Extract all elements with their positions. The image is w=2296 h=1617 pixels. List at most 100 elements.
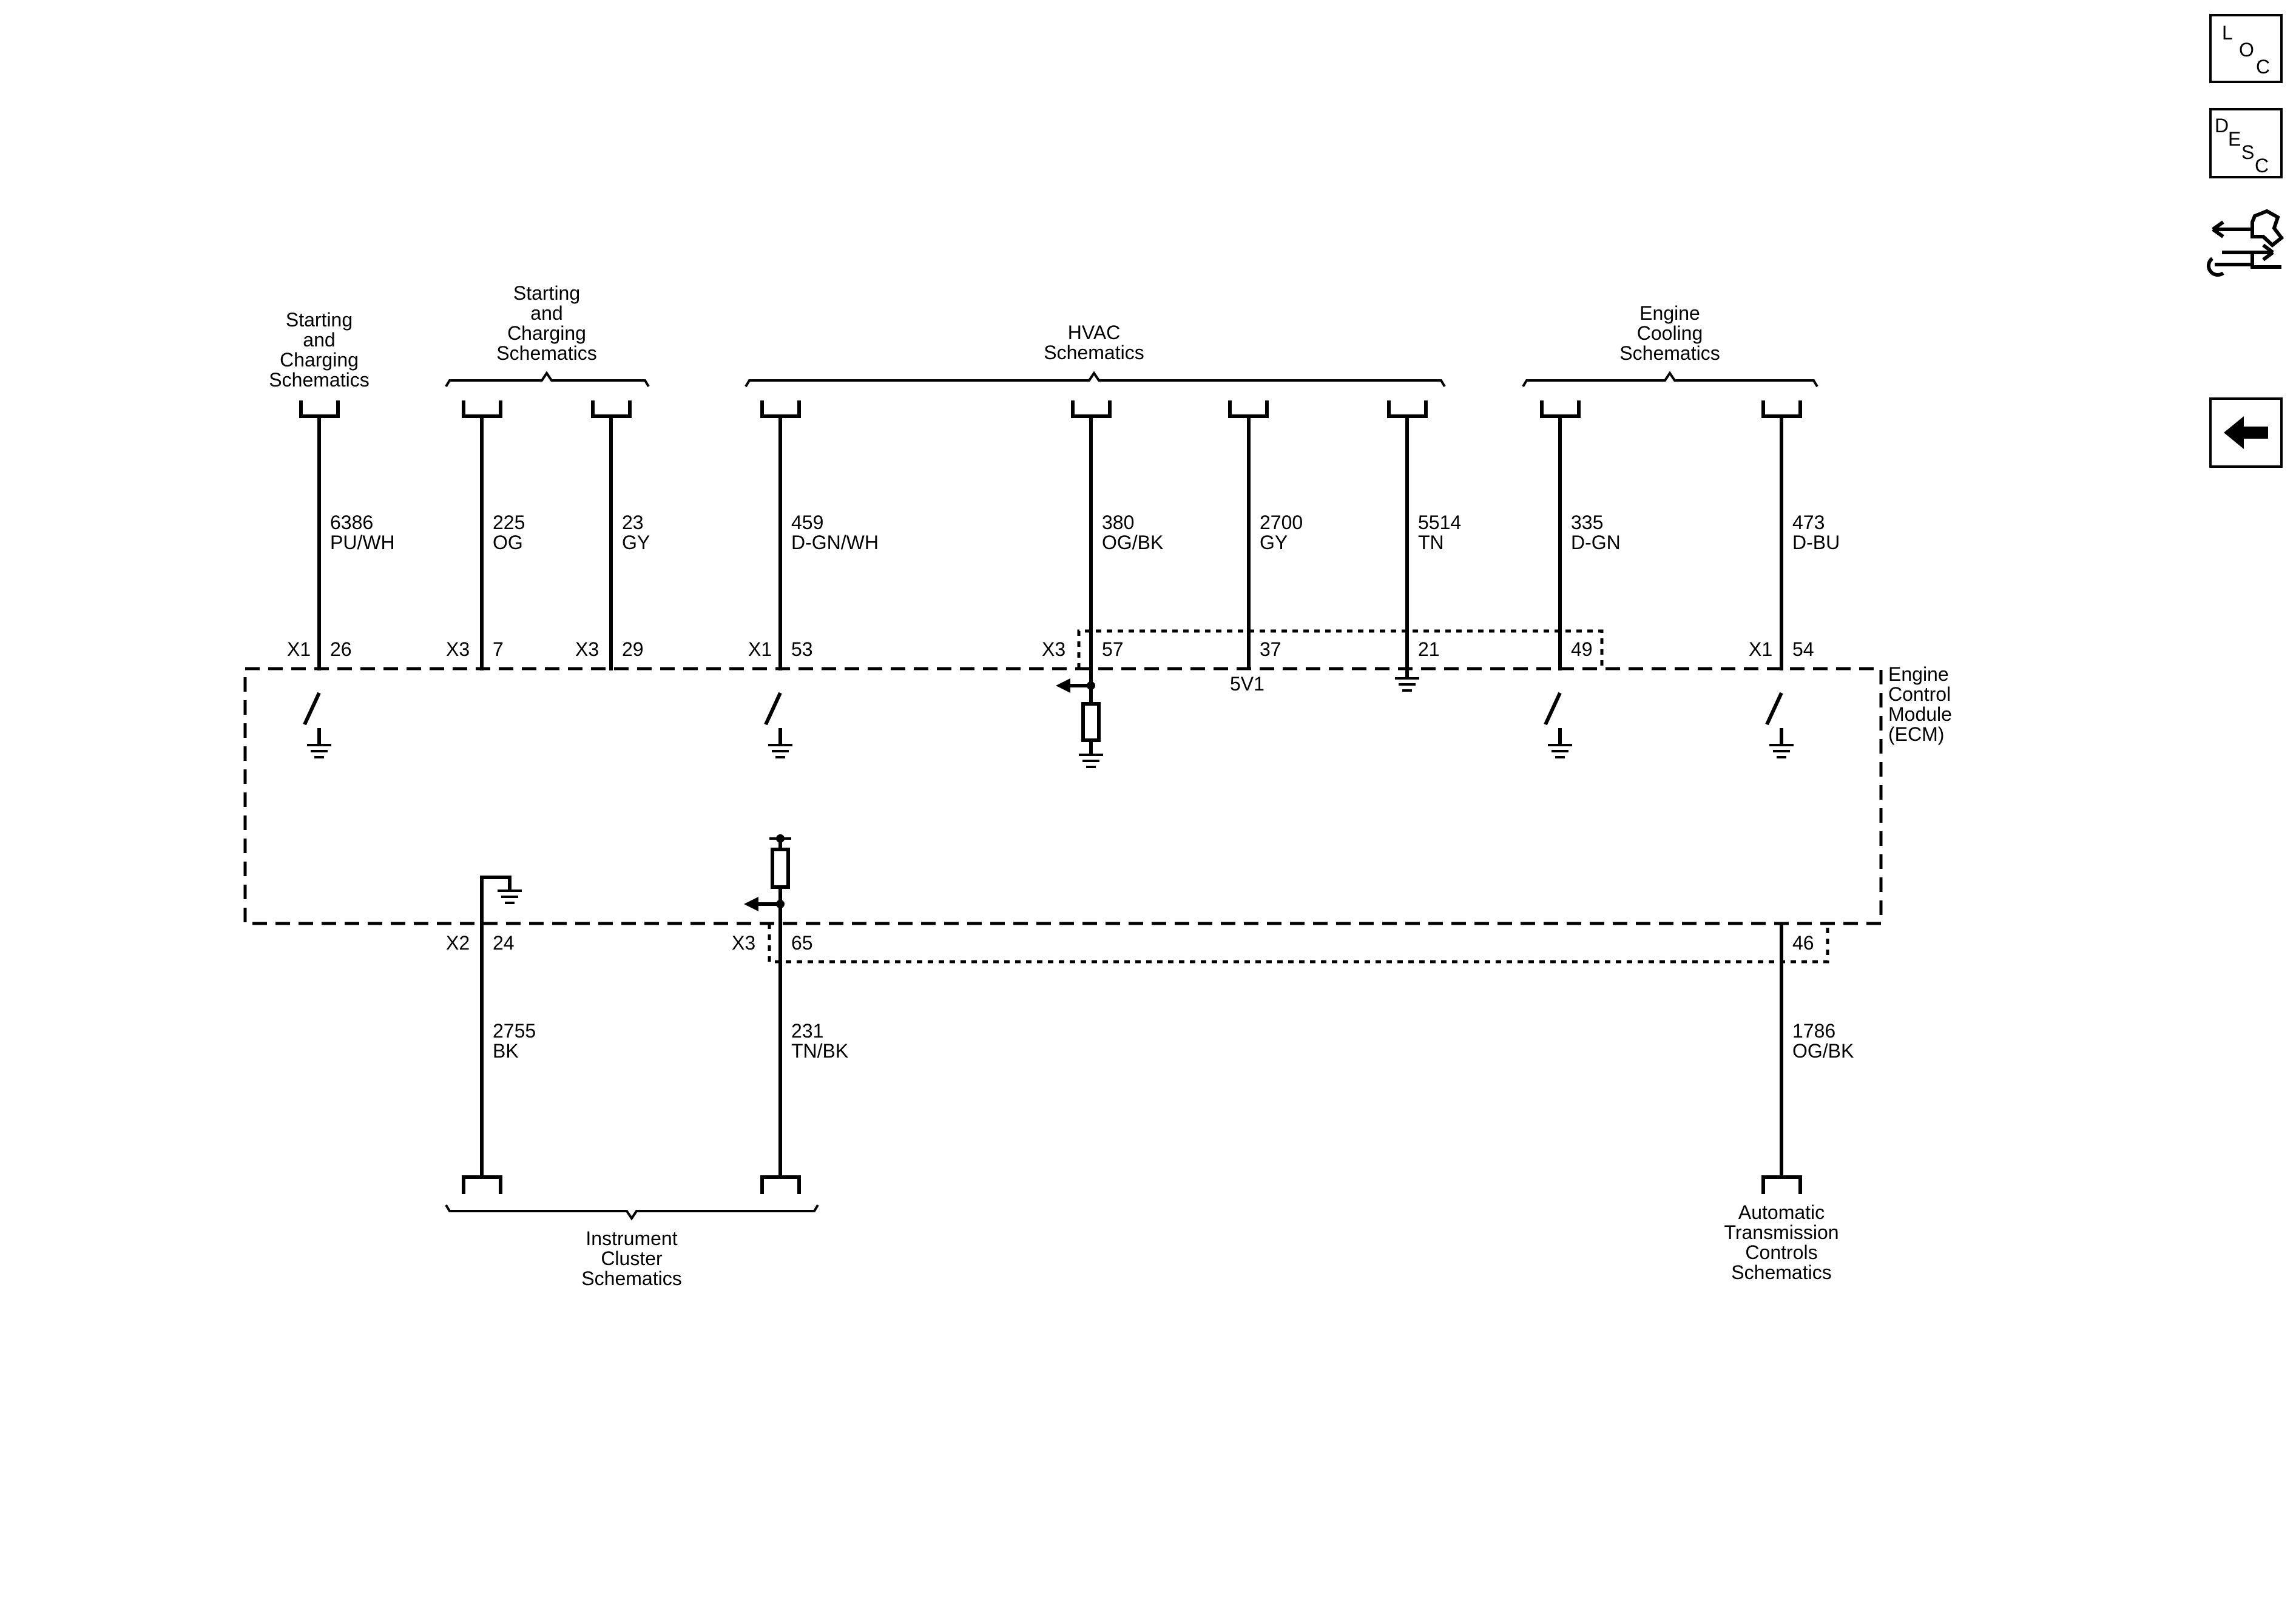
svg-text:X3: X3 <box>575 638 599 660</box>
svg-text:Cluster: Cluster <box>601 1247 663 1269</box>
reference-label-5v1: 5V1 <box>1230 673 1264 695</box>
switch-ground-pin49 <box>1544 692 1572 758</box>
brace-engine-cooling <box>1522 371 1818 388</box>
svg-text:X3: X3 <box>446 638 470 660</box>
circuit-5514: 5514 TN 21 <box>1418 511 1461 660</box>
switch-ground-pin54 <box>1765 692 1794 758</box>
svg-text:Controls: Controls <box>1745 1241 1817 1263</box>
svg-text:23: 23 <box>622 511 644 533</box>
desc-button[interactable]: D E S C <box>2209 108 2283 178</box>
wire-color: PU/WH <box>330 532 395 553</box>
svg-text:29: 29 <box>622 638 644 660</box>
svg-text:Transmission: Transmission <box>1724 1221 1838 1243</box>
sense-resistor-pin57 <box>1056 678 1103 768</box>
svg-text:24: 24 <box>493 932 515 954</box>
dest-starting-charging-1: Starting and Charging Schematics <box>269 309 369 391</box>
connector-id: X1 <box>287 638 311 660</box>
svg-text:Starting: Starting <box>286 309 353 331</box>
loc-button[interactable]: L O C <box>2209 14 2283 83</box>
svg-text:X3: X3 <box>732 932 755 954</box>
svg-text:1786: 1786 <box>1792 1020 1835 1042</box>
pin-number: 26 <box>330 638 352 660</box>
svg-text:Schematics: Schematics <box>1731 1261 1831 1283</box>
svg-text:65: 65 <box>791 932 813 954</box>
svg-text:Engine: Engine <box>1639 302 1700 324</box>
loc-letter-l: L <box>2222 22 2233 44</box>
top-wires <box>317 416 1783 686</box>
switch-ground-pin26 <box>303 692 331 758</box>
svg-text:2755: 2755 <box>493 1020 536 1042</box>
connector-repair-button[interactable] <box>2207 209 2284 277</box>
svg-text:GY: GY <box>1260 532 1288 553</box>
ecm-module-name: Engine Control Module (ECM) <box>1888 663 1952 745</box>
svg-text:OG: OG <box>493 532 523 553</box>
circuit-225: 225 OG X3 7 <box>446 511 525 660</box>
svg-text:Schematics: Schematics <box>269 369 369 391</box>
circuit-6386: 6386 PU/WH X1 26 <box>287 511 395 660</box>
back-button[interactable] <box>2209 397 2283 468</box>
svg-text:OG/BK: OG/BK <box>1792 1040 1854 1062</box>
dest-engine-cooling: Engine Cooling Schematics <box>1619 302 1720 364</box>
brace-hvac <box>745 371 1446 388</box>
svg-text:54: 54 <box>1792 638 1814 660</box>
circuit-1786: 46 1786 OG/BK <box>1792 932 1854 1062</box>
circuit-2755: X2 24 2755 BK <box>446 932 536 1062</box>
dest-instrument-cluster: Instrument Cluster Schematics <box>581 1227 681 1289</box>
svg-text:X1: X1 <box>1749 638 1772 660</box>
bottom-wires <box>480 923 1783 1177</box>
switch-ground-pin53 <box>764 692 792 758</box>
svg-text:Automatic: Automatic <box>1738 1201 1825 1223</box>
svg-text:7: 7 <box>493 638 504 660</box>
svg-text:231: 231 <box>791 1020 823 1042</box>
svg-text:D-BU: D-BU <box>1792 532 1840 553</box>
svg-text:Schematics: Schematics <box>1044 342 1144 363</box>
dest-hvac: HVAC Schematics <box>1044 322 1144 363</box>
circuit-23: 23 GY X3 29 <box>575 511 650 660</box>
svg-text:GY: GY <box>622 532 650 553</box>
loc-letter-c: C <box>2256 56 2270 78</box>
circuit-459: 459 D-GN/WH X1 53 <box>748 511 879 660</box>
dest-starting-charging-2: Starting and Charging Schematics <box>496 282 596 364</box>
svg-text:OG/BK: OG/BK <box>1102 532 1163 553</box>
svg-text:Cooling: Cooling <box>1637 322 1703 344</box>
svg-text:X2: X2 <box>446 932 470 954</box>
ecm-module-boundary <box>243 629 1883 964</box>
back-arrow-icon <box>2224 416 2268 449</box>
svg-text:335: 335 <box>1571 511 1603 533</box>
svg-text:D-GN/WH: D-GN/WH <box>791 532 879 553</box>
svg-text:225: 225 <box>493 511 525 533</box>
circuit-335: 335 D-GN 49 <box>1571 511 1621 660</box>
top-terminals <box>299 400 1802 418</box>
svg-text:(ECM): (ECM) <box>1888 723 1944 745</box>
ground-pin21 <box>1395 677 1419 692</box>
svg-text:Instrument: Instrument <box>586 1227 677 1249</box>
circuit-473: 473 D-BU X1 54 <box>1749 511 1840 660</box>
bottom-terminals <box>462 1175 1802 1194</box>
svg-text:53: 53 <box>791 638 813 660</box>
circuit-380: 380 OG/BK X3 57 <box>1042 511 1163 660</box>
desc-letter-s: S <box>2241 141 2254 163</box>
svg-text:Schematics: Schematics <box>1619 342 1720 364</box>
circuit-231: X3 65 231 TN/BK <box>732 932 848 1062</box>
svg-text:473: 473 <box>1792 511 1825 533</box>
svg-text:Schematics: Schematics <box>581 1268 681 1289</box>
brace-instrument-cluster <box>445 1204 819 1221</box>
svg-text:HVAC: HVAC <box>1068 322 1121 343</box>
svg-text:2700: 2700 <box>1260 511 1303 533</box>
svg-text:TN: TN <box>1418 532 1444 553</box>
desc-letter-c: C <box>2255 155 2269 177</box>
pull-up-resistor-pin65 <box>744 834 791 923</box>
svg-text:57: 57 <box>1102 638 1124 660</box>
svg-text:and: and <box>303 329 335 351</box>
svg-text:X3: X3 <box>1042 638 1065 660</box>
svg-text:49: 49 <box>1571 638 1593 660</box>
brace-starting-charging-2 <box>445 371 650 388</box>
svg-text:BK: BK <box>493 1040 519 1062</box>
svg-text:Charging: Charging <box>507 322 586 344</box>
svg-text:TN/BK: TN/BK <box>791 1040 848 1062</box>
svg-text:Schematics: Schematics <box>496 342 596 364</box>
ground-pin24 <box>480 876 522 923</box>
circuit-number: 6386 <box>330 511 373 533</box>
connector-repair-icon <box>2207 209 2284 277</box>
